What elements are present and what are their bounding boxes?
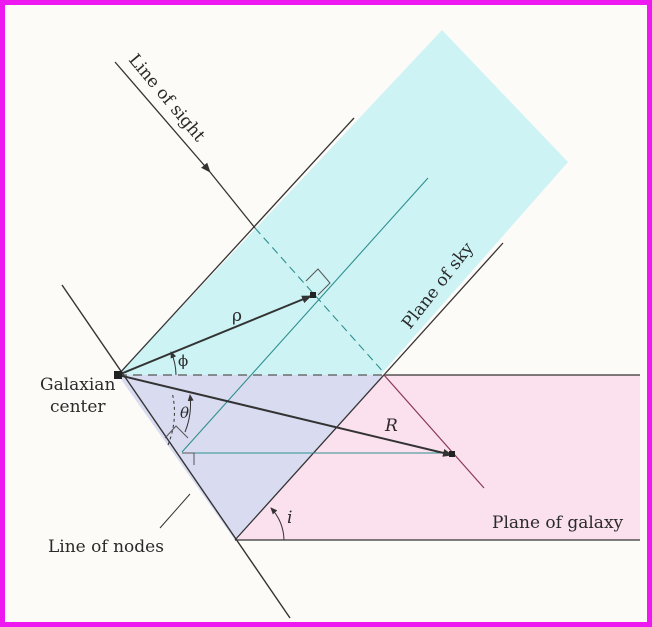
phi-angle-arc	[170, 351, 177, 376]
rho-vector	[117, 295, 312, 376]
theta-angle-arc	[167, 391, 175, 446]
sky-perpendicular-dashed	[254, 227, 387, 376]
rho-label: ρ	[232, 306, 242, 326]
theta-angle-arc-2	[184, 394, 194, 433]
sky-projection-line	[181, 177, 429, 453]
galaxy-crossing-line	[383, 374, 485, 489]
right-angle-marker-lower-2	[182, 452, 195, 465]
line-of-nodes-leader	[159, 493, 191, 529]
inclination-label: i	[287, 508, 292, 528]
galaxian-center-label-line2: center	[50, 397, 106, 417]
line-of-sight-label: Line of sight	[124, 50, 209, 146]
plane-of-sky-edge-upper	[117, 117, 355, 376]
star-point	[449, 451, 455, 457]
right-angle-marker	[305, 268, 331, 296]
galaxian-center-label-line1: Galaxian	[40, 375, 115, 395]
inclination-angle-arc	[270, 507, 285, 541]
right-angle-marker-lower	[164, 425, 189, 439]
galaxian-center-point	[114, 371, 122, 379]
line-of-nodes	[61, 284, 291, 619]
galaxy-geometry-diagram: Line of sight Plane of sky Galaxian cent…	[40, 30, 640, 619]
overlap-region	[118, 375, 384, 540]
phi-label: ϕ	[178, 352, 188, 370]
R-label: R	[384, 416, 398, 436]
line-of-nodes-label: Line of nodes	[48, 537, 164, 557]
star-projection-point	[310, 292, 316, 298]
plane-of-galaxy-label: Plane of galaxy	[492, 513, 624, 533]
plane-of-sky-edge-lower	[234, 242, 504, 541]
theta-label: θ	[180, 404, 189, 422]
line-of-sight-upper	[114, 61, 211, 173]
R-vector	[117, 374, 453, 457]
line-of-sight-lower	[209, 171, 256, 229]
